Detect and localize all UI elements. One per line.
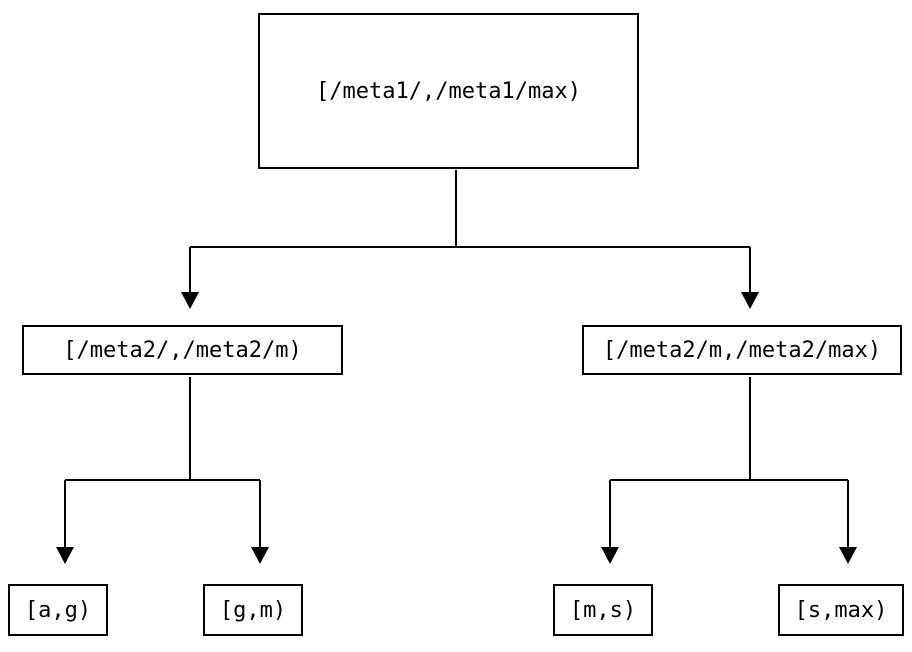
node-root: [/meta1/,/meta1/max) [258,13,639,169]
arrow-down-icon [741,292,759,309]
node-leaf-smax: [s,max) [778,584,904,636]
arrow-down-icon [839,547,857,564]
arrow-down-icon [56,547,74,564]
node-left-child-label: [/meta2/,/meta2/m) [63,337,302,363]
node-left-child: [/meta2/,/meta2/m) [22,325,343,375]
node-leaf-ms-label: [m,s) [569,597,637,623]
arrow-down-icon [181,292,199,309]
node-leaf-ag: [a,g) [8,584,108,636]
node-right-child-label: [/meta2/m,/meta2/max) [602,337,882,363]
arrow-down-icon [601,547,619,564]
arrow-down-icon [251,547,269,564]
node-leaf-smax-label: [s,max) [794,597,888,623]
node-leaf-gm-label: [g,m) [219,597,287,623]
node-root-label: [/meta1/,/meta1/max) [316,78,581,104]
node-leaf-gm: [g,m) [203,584,303,636]
node-leaf-ms: [m,s) [553,584,653,636]
node-leaf-ag-label: [a,g) [24,597,92,623]
node-right-child: [/meta2/m,/meta2/max) [582,325,902,375]
